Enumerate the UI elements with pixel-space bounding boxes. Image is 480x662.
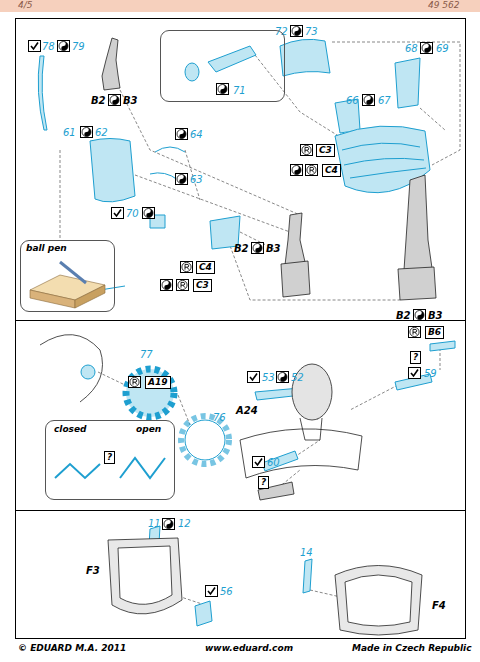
header-text: 4/5 <box>18 1 32 11</box>
callout-number: 56 <box>220 586 233 597</box>
callout-number: 52 <box>291 372 304 383</box>
code-text: B6 <box>428 327 441 337</box>
callout-number: 77 <box>140 349 153 360</box>
callout-number: 70 <box>126 208 139 219</box>
callout-number: 53 <box>262 372 275 383</box>
footer-text: www.eduard.com <box>205 644 293 654</box>
code-text: C3 <box>196 280 209 290</box>
callout-number: 67 <box>378 95 391 106</box>
inset-text: ball pen <box>26 244 67 254</box>
code-text: C4 <box>325 165 338 175</box>
inset-panel: 71 <box>160 30 285 102</box>
header-text: 49 562 <box>428 1 460 11</box>
part-code: B3 <box>428 310 443 321</box>
footer-text: Made in Czech Republic <box>352 644 472 654</box>
callout-number: 63 <box>190 174 203 185</box>
code-text: ? <box>107 452 112 462</box>
callout-number: 68 <box>405 43 418 54</box>
part-code-box: C4 <box>196 261 215 274</box>
callout-number: 69 <box>436 43 449 54</box>
part-code: A24 <box>236 405 258 416</box>
part-code: B2 <box>91 95 106 106</box>
part-code: B2 <box>234 243 249 254</box>
query-box: ? <box>258 476 269 489</box>
code-text: A19 <box>148 377 168 387</box>
callout-number: 76 <box>213 412 226 423</box>
query-box: ? <box>104 451 115 464</box>
part-code-box: C3 <box>316 144 335 157</box>
callout-number: 71 <box>233 85 246 96</box>
inset-text: open <box>136 425 161 435</box>
part-code: F3 <box>86 565 100 576</box>
part-code-box: B6 <box>425 326 444 339</box>
inset-text: closed <box>54 425 87 435</box>
code-text: C3 <box>319 145 332 155</box>
callout-number: 14 <box>300 547 313 558</box>
part-code-box: A19 <box>145 376 171 389</box>
part-code: B3 <box>266 243 281 254</box>
part-code: B3 <box>123 95 138 106</box>
inset-panel: ball pen <box>20 240 115 312</box>
callout-number: 72 <box>275 26 288 37</box>
part-code: F4 <box>432 600 446 611</box>
callout-number: 59 <box>424 368 437 379</box>
callout-number: 11 <box>148 518 161 529</box>
code-text: ? <box>413 352 418 362</box>
code-text: C4 <box>199 262 212 272</box>
footer-text: © EDUARD M.A. 2011 <box>18 644 126 654</box>
callout-number: 64 <box>190 129 203 140</box>
part-code-box: C3 <box>193 279 212 292</box>
callout-number: 61 <box>63 127 76 138</box>
part-code-box: C4 <box>322 164 341 177</box>
callout-number: 60 <box>267 457 280 468</box>
callout-number: 12 <box>178 518 191 529</box>
callout-number: 79 <box>72 41 85 52</box>
callout-number: 73 <box>305 26 318 37</box>
callout-number: 66 <box>346 95 359 106</box>
callout-number: 62 <box>95 127 108 138</box>
callout-number: 78 <box>42 41 55 52</box>
inset-panel: closed open? <box>45 420 175 500</box>
part-code: B2 <box>396 310 411 321</box>
query-box: ? <box>410 351 421 364</box>
code-text: ? <box>261 477 266 487</box>
